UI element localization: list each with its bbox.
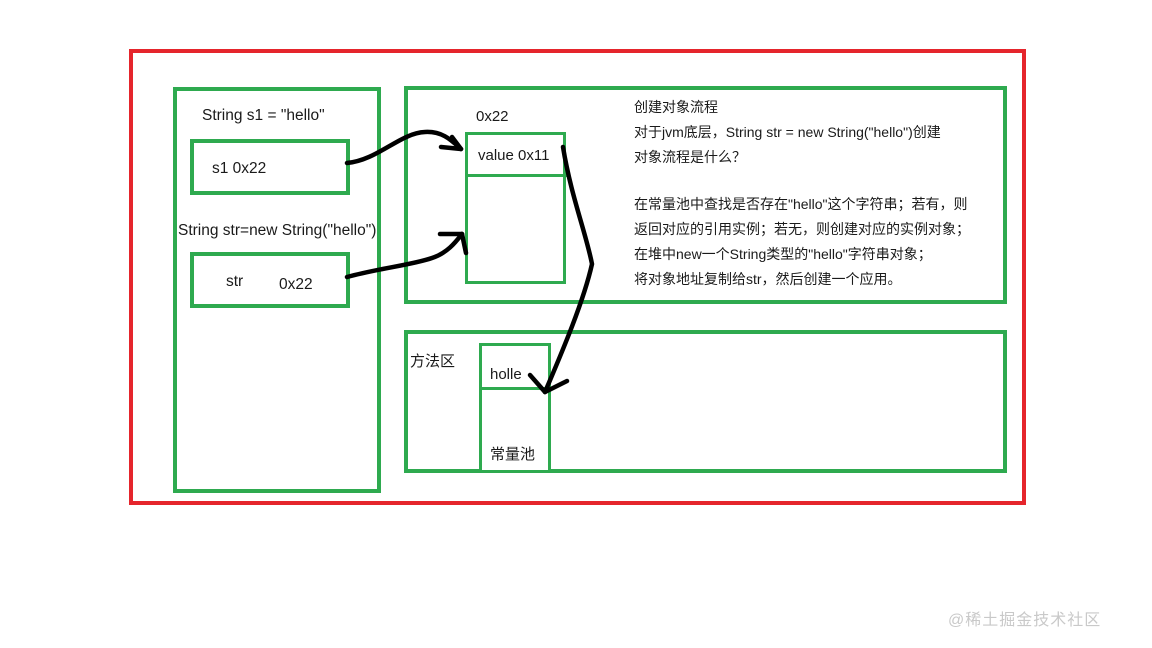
- heap-object-address-label: 0x22: [476, 108, 509, 125]
- explanation-text-block: 创建对象流程 对于jvm底层，String str = new String("…: [634, 95, 1012, 292]
- heap-object-value-cell: value 0x11: [468, 135, 569, 177]
- str-frame-address-value: 0x22: [279, 276, 313, 293]
- explanation-step-2: 返回对应的引用实例；若无，则创建对应的实例对象；: [634, 221, 970, 237]
- constant-pool-box: holle 常量池: [479, 343, 554, 473]
- explanation-step-4: 将对象地址复制给str，然后创建一个应用。: [634, 271, 902, 287]
- s1-declaration-label: String s1 = "hello": [202, 107, 325, 124]
- heap-string-object-box: value 0x11: [465, 132, 569, 284]
- str-declaration-label: String str=new String("hello"): [178, 222, 377, 239]
- constant-pool-label-text: 常量池: [490, 446, 536, 463]
- s1-frame-value: s1 0x22: [212, 160, 267, 177]
- s1-stack-frame-box: s1 0x22: [190, 139, 350, 195]
- outer-red-frame: String s1 = "hello" s1 0x22 String str=n…: [129, 49, 1026, 505]
- constant-pool-literal-cell: holle: [482, 346, 554, 390]
- explanation-question-line-1: 对于jvm底层，String str = new String("hello")…: [634, 124, 941, 140]
- explanation-step-1: 在常量池中查找是否存在"hello"这个字符串；若有，则: [634, 196, 968, 212]
- str-frame-variable-name: str: [226, 273, 244, 290]
- constant-pool-literal-text: holle: [490, 366, 522, 383]
- explanation-step-3: 在堆中new一个String类型的"hello"字符串对象；: [634, 246, 932, 262]
- explanation-heading: 创建对象流程: [634, 99, 718, 115]
- watermark-text: @稀土掘金技术社区: [948, 612, 1102, 629]
- explanation-question-line-2: 对象流程是什么？: [634, 149, 746, 165]
- str-stack-frame-box: str 0x22: [190, 252, 350, 308]
- heap-object-value-text: value 0x11: [478, 147, 550, 164]
- method-area-label: 方法区: [410, 353, 456, 370]
- explanation-spacer: [634, 170, 1012, 192]
